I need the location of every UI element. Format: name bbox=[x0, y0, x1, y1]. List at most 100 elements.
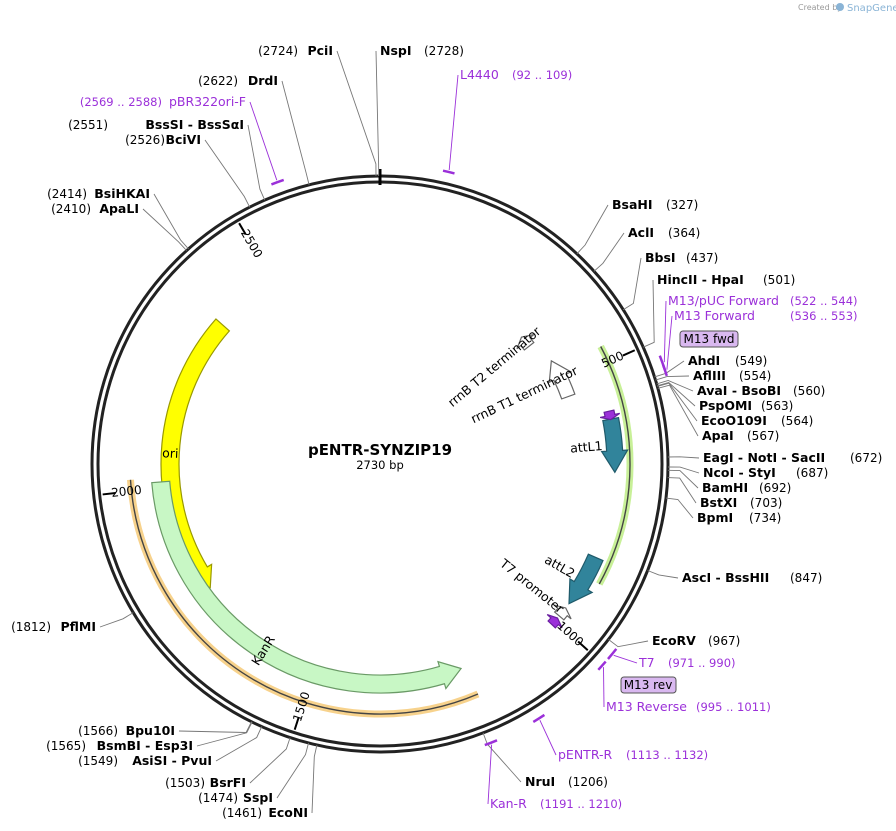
enzyme-site[interactable]: BsrFI(1503) bbox=[165, 737, 291, 790]
enzyme-leader-line bbox=[576, 204, 609, 255]
enzyme-site[interactable]: ApaI(567) bbox=[657, 384, 779, 443]
primer-range: (536 .. 553) bbox=[790, 309, 858, 323]
enzyme-position: (1474) bbox=[198, 791, 238, 805]
enzyme-site[interactable]: EcoNI(1461) bbox=[222, 744, 318, 820]
enzyme-site[interactable]: PciI(2724) bbox=[258, 43, 377, 177]
enzyme-site[interactable]: AvaI - BsoBI(560) bbox=[656, 380, 826, 399]
tick-1000: 1000 bbox=[554, 618, 589, 651]
enzyme-site[interactable]: ApaLI(2410) bbox=[51, 201, 187, 251]
primer-leader-line bbox=[666, 315, 673, 370]
enzyme-position: (734) bbox=[749, 511, 781, 525]
enzyme-site[interactable]: BstXI(703) bbox=[667, 477, 783, 510]
primer-range: (971 .. 990) bbox=[668, 656, 736, 670]
brand-label: SnapGene bbox=[847, 3, 896, 14]
enzyme-site[interactable]: BpmI (734) bbox=[665, 497, 781, 525]
enzyme-site[interactable]: BbsI(437) bbox=[622, 250, 718, 311]
primer[interactable]: L4440(92 .. 109) bbox=[442, 67, 572, 175]
primer-leader-line bbox=[249, 101, 278, 181]
primer[interactable]: M13 Forward(536 .. 553) bbox=[661, 308, 858, 377]
enzyme-position: (567) bbox=[747, 429, 779, 443]
enzyme-position: (327) bbox=[666, 198, 698, 212]
enzyme-site[interactable]: EcoRV(967) bbox=[608, 633, 740, 648]
enzyme-leader-line bbox=[667, 469, 699, 489]
feature-m13revf-arrow bbox=[546, 613, 563, 629]
enzyme-position: (703) bbox=[750, 496, 782, 510]
enzyme-site[interactable]: AscI - BssHII(847) bbox=[647, 570, 823, 585]
enzyme-site[interactable]: EagI - NotI - SacII(672) bbox=[667, 450, 882, 465]
badge-m13-rev[interactable]: M13 rev bbox=[620, 676, 677, 694]
enzyme-site[interactable]: BsiHKAI(2414) bbox=[47, 186, 189, 250]
enzyme-name: NcoI - StyI bbox=[703, 465, 776, 480]
enzyme-leader-line bbox=[657, 384, 699, 437]
primer-leader-line bbox=[613, 654, 638, 664]
primer[interactable]: T7(971 .. 990) bbox=[607, 648, 736, 670]
snapgene-logo-icon bbox=[836, 3, 844, 11]
primer[interactable]: pENTR-R(1113 .. 1132) bbox=[532, 713, 708, 762]
feature-m13fwdf-arrow bbox=[600, 409, 621, 421]
enzyme-leader-line bbox=[375, 50, 380, 177]
created-by-label: Created by bbox=[798, 3, 842, 12]
enzyme-name: AscI - BssHII bbox=[682, 570, 769, 585]
enzyme-name: BpmI bbox=[697, 510, 733, 525]
enzyme-name: NruI bbox=[525, 774, 555, 789]
enzyme-site[interactable]: PspOMI(563) bbox=[657, 381, 793, 414]
enzyme-name: EcoNI bbox=[268, 805, 308, 820]
enzyme-site[interactable]: PflMI(1812) bbox=[11, 612, 134, 634]
feature-rrnbt2-arrow bbox=[516, 333, 535, 351]
primer-name: M13/pUC Forward bbox=[668, 293, 779, 308]
enzyme-name: AclI bbox=[628, 225, 654, 240]
feature-m13revf[interactable] bbox=[546, 613, 563, 629]
enzyme-name: DrdI bbox=[248, 73, 278, 88]
enzyme-site[interactable]: AhdI(549) bbox=[654, 353, 768, 378]
enzyme-site[interactable]: BamHI(692) bbox=[667, 469, 791, 495]
primer-arc bbox=[597, 660, 607, 671]
tick-mark bbox=[102, 492, 116, 496]
enzyme-site[interactable]: NcoI - StyI(687) bbox=[667, 465, 828, 480]
enzyme-site[interactable]: AclI(364) bbox=[593, 225, 700, 272]
enzyme-name: EcoO109I bbox=[701, 413, 767, 428]
enzyme-name: AflIII bbox=[693, 368, 726, 383]
enzyme-position: (501) bbox=[763, 273, 795, 287]
enzyme-leader-line bbox=[656, 380, 694, 392]
enzyme-name: BbsI bbox=[645, 250, 676, 265]
enzyme-position: (1565) bbox=[46, 739, 86, 753]
feature-m13fwdf[interactable] bbox=[600, 409, 621, 421]
enzyme-site[interactable]: BciVI(2526) bbox=[125, 132, 251, 208]
feature-attl2-label: attL2 bbox=[542, 552, 578, 581]
primer[interactable]: Kan-R(1191 .. 1210) bbox=[484, 739, 622, 811]
primer-range: (2569 .. 2588) bbox=[80, 95, 162, 109]
enzyme-layer: NspI(2728)PciI(2724)DrdI(2622)BssSI - Bs… bbox=[11, 43, 882, 820]
primer[interactable]: M13/pUC Forward(522 .. 544) bbox=[658, 293, 858, 371]
highlight-orange-arc-line bbox=[129, 479, 479, 715]
enzyme-site[interactable]: EcoO109I(564) bbox=[657, 382, 813, 428]
enzyme-leader-line bbox=[99, 612, 134, 628]
enzyme-leader-line bbox=[665, 497, 694, 519]
feature-kanr[interactable]: KanR bbox=[151, 480, 463, 694]
badge-m13-fwd-label: M13 fwd bbox=[684, 332, 735, 346]
enzyme-site[interactable]: NspI(2728) bbox=[375, 43, 464, 177]
primer-arc bbox=[442, 169, 455, 175]
enzyme-site[interactable]: BsaHI(327) bbox=[576, 197, 698, 255]
feature-ori-label: ori bbox=[162, 445, 179, 461]
enzyme-site[interactable]: NruI(1206) bbox=[482, 732, 608, 789]
enzyme-name: BciVI bbox=[165, 132, 201, 147]
enzyme-site[interactable]: BsmBI - Esp3I(1565) bbox=[46, 721, 253, 753]
enzyme-site[interactable]: BssSI - BssSαI(2551) bbox=[68, 117, 266, 201]
enzyme-leader-line bbox=[249, 737, 291, 784]
enzyme-site[interactable]: HincII - HpaI(501) bbox=[643, 272, 795, 348]
primer-arc bbox=[661, 364, 668, 377]
enzyme-site[interactable]: SspI(1474) bbox=[198, 742, 309, 805]
feature-attl1[interactable]: attL1 bbox=[570, 416, 629, 474]
enzyme-site[interactable]: AflIII(554) bbox=[655, 368, 772, 383]
primer[interactable]: M13 Reverse(995 .. 1011) bbox=[597, 660, 771, 714]
enzyme-leader-line bbox=[215, 726, 263, 762]
enzyme-position: (967) bbox=[708, 634, 740, 648]
enzyme-site[interactable]: AsiSI - PvuI(1549) bbox=[78, 726, 263, 768]
enzyme-site[interactable]: Bpu10I(1566) bbox=[78, 721, 252, 738]
primer[interactable]: pBR322ori-F(2569 .. 2588) bbox=[80, 94, 285, 186]
primer-arc bbox=[484, 739, 498, 747]
badge-m13-fwd[interactable]: M13 fwd bbox=[679, 330, 739, 348]
plasmid-name: pENTR-SYNZIP19 bbox=[308, 441, 452, 459]
enzyme-site[interactable]: DrdI(2622) bbox=[198, 73, 310, 186]
